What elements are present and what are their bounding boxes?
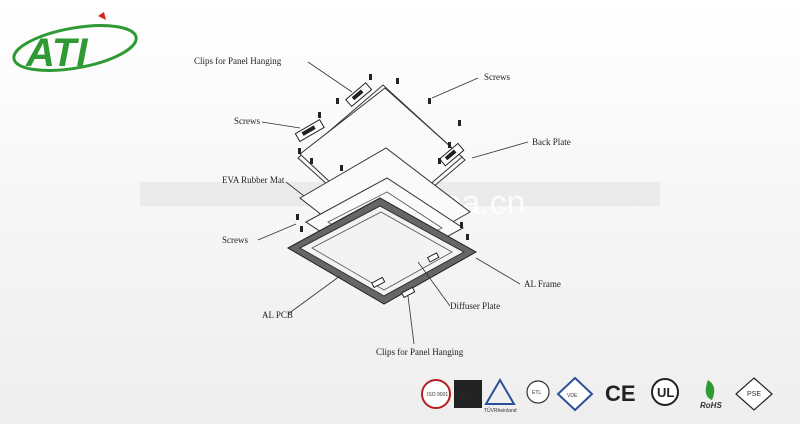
label-eva-mat: EVA Rubber Mat <box>222 175 285 185</box>
pse-icon: PSE <box>735 377 773 411</box>
cert-row: ISO 9001 CCC TÜVRheinland ETL VDE CE UL <box>421 376 773 414</box>
callouts: Clips for Panel Hanging Screws Screws Ba… <box>194 56 571 357</box>
ati-logo: ATI <box>12 12 138 75</box>
svg-text:ISO 9001: ISO 9001 <box>427 392 448 398</box>
label-screws-left: Screws <box>234 116 260 126</box>
label-clips-bottom: Clips for Panel Hanging <box>376 347 464 357</box>
label-clips-top: Clips for Panel Hanging <box>194 56 282 66</box>
label-screws-top-right: Screws <box>484 72 510 82</box>
iso-icon: ISO 9001 <box>421 379 451 409</box>
clip-left <box>294 118 325 143</box>
svg-text:VDE: VDE <box>567 393 578 399</box>
label-back-plate: Back Plate <box>532 137 571 147</box>
ul-icon: UL <box>651 378 679 406</box>
frame-clips <box>371 252 440 299</box>
screws-frame <box>296 214 469 240</box>
label-al-pcb: AL PCB <box>262 310 293 320</box>
tuv-icon: TÜVRheinland <box>484 378 517 414</box>
logo-text: ATI <box>25 31 88 75</box>
svg-text:CE: CE <box>605 381 636 406</box>
svg-text:TÜVRheinland: TÜVRheinland <box>484 407 517 414</box>
svg-text:RoHS: RoHS <box>700 401 722 410</box>
svg-text:PSE: PSE <box>747 391 761 398</box>
rohs-icon: RoHS <box>700 380 722 410</box>
svg-text:ETL: ETL <box>532 390 541 396</box>
label-screws-lower: Screws <box>222 235 248 245</box>
clip-top <box>345 82 373 108</box>
etl-icon: ETL <box>526 380 550 404</box>
logo-accent-icon <box>98 12 106 20</box>
svg-text:UL: UL <box>657 385 674 400</box>
ccc-icon: CCC <box>454 380 482 408</box>
clip-right <box>438 142 465 167</box>
svg-text:CCC: CCC <box>459 393 470 399</box>
label-diffuser: Diffuser Plate <box>450 301 500 311</box>
label-al-frame: AL Frame <box>524 279 561 289</box>
vde-icon: VDE <box>556 376 594 412</box>
ce-icon: CE <box>605 381 636 406</box>
